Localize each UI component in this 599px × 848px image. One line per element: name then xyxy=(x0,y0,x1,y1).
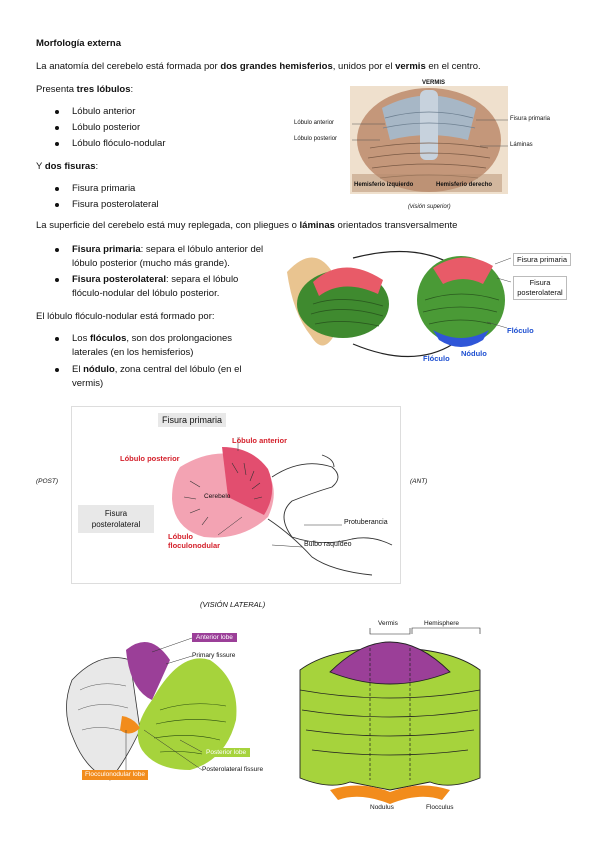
list-item-fissure-desc: Fisura primaria: separa el lóbulo anteri… xyxy=(55,243,267,271)
label-nodulo: Nódulo xyxy=(461,349,487,358)
paragraph-lobes: Presenta tres lóbulos: xyxy=(36,84,134,95)
list-item-fissure: Fisura primaria xyxy=(54,183,136,194)
page-heading: Morfología externa xyxy=(36,38,121,49)
label-anterior-lobe: Anterior lobe xyxy=(192,633,237,642)
label-cerebelo: Cerebelo xyxy=(204,493,231,500)
label-lobulo-anterior: Lóbulo anterior xyxy=(294,120,335,126)
label-primary-fissure: Primary fissure xyxy=(192,652,236,659)
label-laminas: Láminas xyxy=(510,142,533,148)
cerebellum-superior-illustration xyxy=(350,86,508,194)
paragraph-anatomy: La anatomía del cerebelo está formada po… xyxy=(36,61,481,72)
label-vermis-4: Vermis xyxy=(378,620,398,627)
label-flocculus: Flocculus xyxy=(426,804,454,811)
label-fisura-primaria: Fisura primaria xyxy=(510,116,551,122)
cerebellum-lobes-illustration xyxy=(66,627,481,804)
list-item-fn: Los flóculos, son dos prolongaciones lat… xyxy=(55,332,252,360)
label-fisura-primaria-2: Fisura primaria xyxy=(513,253,572,266)
label-lobulo-posterior: Lóbulo posterior xyxy=(294,136,338,142)
figure-flocculonodular: Fisura primaria Fisura posterolateral Fl… xyxy=(283,244,573,366)
label-protuberancia: Protuberancia xyxy=(344,519,388,526)
label-nodulus: Nodulus xyxy=(370,804,394,811)
label-vermis: VERMIS xyxy=(422,80,446,86)
label-posterolateral-fissure: Posterolateral fissure xyxy=(202,766,264,773)
label-flocculonodular-lobe: Flocculonodular lobe xyxy=(82,770,148,780)
label-post: (POST) xyxy=(36,478,59,485)
label-lobulo-anterior-3: Lóbulo anterior xyxy=(232,436,287,445)
caption-vision-superior: (visión superior) xyxy=(408,204,451,210)
label-floculo-bottom: Flóculo xyxy=(423,354,450,363)
list-item-lobe: Lóbulo flóculo-nodular xyxy=(54,138,166,149)
list-item-lobe: Lóbulo posterior xyxy=(54,122,141,133)
list-item-lobe: Lóbulo anterior xyxy=(54,106,136,117)
label-hemisferio-derecho: Hemisferio derecho xyxy=(436,182,493,188)
cerebellum-lateral-illustration xyxy=(172,437,393,576)
label-floculo-right: Flóculo xyxy=(507,326,534,335)
cerebellum-rotation-illustration xyxy=(287,250,512,357)
label-fisura-posterolateral-2: Fisura posterolateral xyxy=(513,276,567,300)
label-lobulo-posterior-3: Lóbulo posterior xyxy=(120,454,180,463)
figure-lobes-colored: Anterior lobe Primary fissure Posterior … xyxy=(30,620,580,820)
label-posterior-lobe: Posterior lobe xyxy=(202,748,251,757)
label-fisura-posterolateral-3: Fisura posterolateral xyxy=(78,505,154,533)
list-item-fissure: Fisura posterolateral xyxy=(55,199,159,210)
caption-vision-lateral: (VISIÓN LATERAL) xyxy=(200,600,266,609)
figure-superior-view: VERMIS Lóbulo anterior Lóbulo posterior … xyxy=(290,78,570,216)
label-fisura-primaria-3: Fisura primaria xyxy=(158,413,227,427)
label-lobulo-floculonodular: Lóbulo floculonodular xyxy=(168,532,221,550)
paragraph-fissures: Y dos fisuras: xyxy=(36,161,99,172)
label-ant: (ANT) xyxy=(410,478,428,485)
paragraph-flocculonodular: El lóbulo flóculo-nodular está formado p… xyxy=(36,311,215,322)
label-bulbo-raquideo: Bulbo raquídeo xyxy=(304,541,352,548)
list-item-fissure-desc: Fisura posterolateral: separa el lóbulo … xyxy=(55,273,267,301)
list-item-fn: El nódulo, zona central del lóbulo (en e… xyxy=(55,363,252,391)
label-hemisphere: Hemisphere xyxy=(424,620,460,627)
figure-lateral-view: Fisura primaria Lóbulo anterior Lóbulo p… xyxy=(71,406,401,584)
label-hemisferio-izquierdo: Hemisferio izquierdo xyxy=(354,182,414,188)
paragraph-surface: La superficie del cerebelo está muy repl… xyxy=(36,220,458,231)
